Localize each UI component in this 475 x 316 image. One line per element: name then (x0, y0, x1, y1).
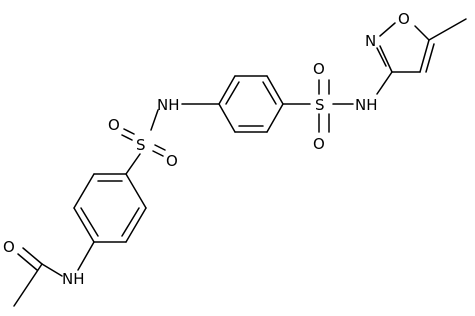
atom-label-n-isoxazole: N (365, 32, 376, 50)
atom-label-o-isoxazole: O (398, 10, 410, 28)
atom-label-s-left: S (136, 136, 146, 154)
atom-labels: O N NH S O O NH S O O O NH (3, 10, 410, 288)
bond (125, 207, 147, 243)
bond (218, 75, 236, 105)
bond (121, 207, 140, 237)
atom-label-nh-right: NH (355, 96, 378, 114)
bond (125, 173, 147, 209)
bond (266, 75, 284, 105)
bond (218, 103, 236, 133)
atom-label-nh-middle: NH (157, 96, 180, 114)
bond (77, 241, 95, 271)
bond (125, 153, 141, 175)
bond (379, 45, 393, 73)
atom-label-s-right: S (315, 96, 325, 114)
bond (123, 128, 135, 135)
bond (121, 134, 133, 141)
bond (376, 71, 393, 95)
bond (419, 39, 430, 73)
atom-label-o-acetyl: O (3, 238, 15, 256)
bond (17, 253, 38, 271)
bond (262, 81, 277, 105)
bond (425, 43, 435, 73)
bond (154, 144, 166, 151)
bond (414, 25, 430, 41)
atom-label-o-right-bottom: O (313, 135, 325, 153)
bond (73, 173, 95, 209)
atom-label-o-right-top: O (313, 60, 325, 78)
bond (152, 150, 164, 157)
bond (150, 109, 159, 131)
bond (22, 247, 43, 265)
bond (428, 18, 467, 41)
atom-label-o-left-2: O (166, 152, 178, 170)
bonds (13, 18, 467, 307)
bond (80, 207, 99, 237)
bond (266, 103, 284, 133)
bond (376, 47, 387, 67)
bond (379, 22, 396, 37)
bond (73, 207, 95, 243)
atom-label-o-left-1: O (108, 116, 120, 134)
bond (41, 263, 63, 277)
atom-label-nh-acetyl: NH (62, 270, 85, 288)
bond (225, 81, 240, 105)
bond (13, 263, 43, 307)
